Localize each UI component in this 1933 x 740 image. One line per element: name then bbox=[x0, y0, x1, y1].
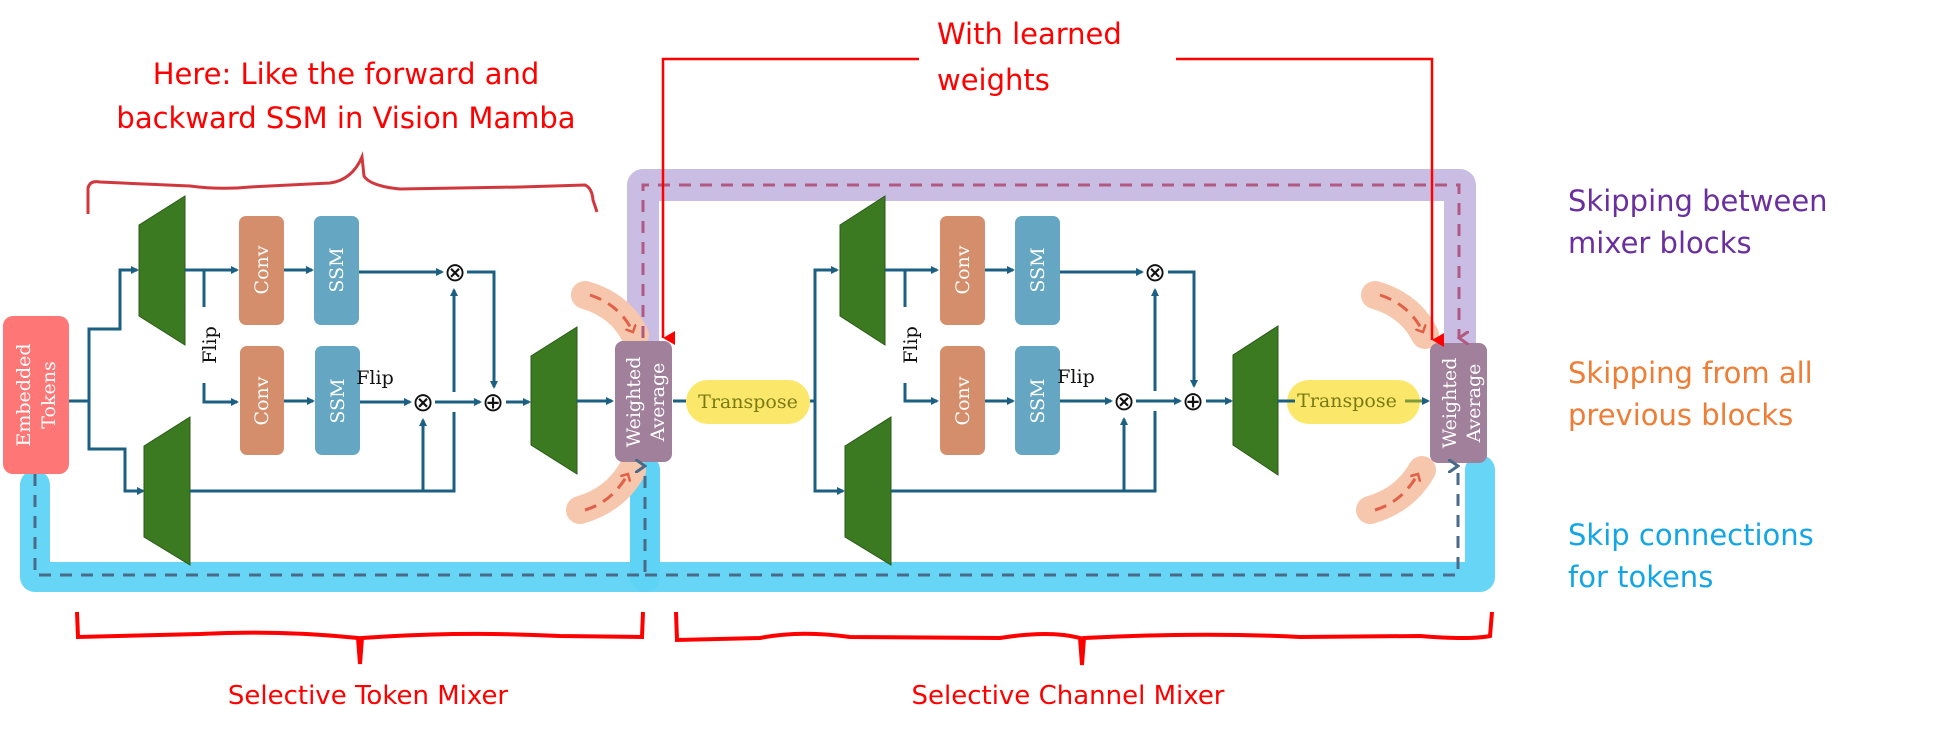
ssm-block-backward[interactable]: SSM bbox=[315, 346, 360, 455]
legend-line2: mixer blocks bbox=[1568, 226, 1752, 260]
add-op: ⊕ bbox=[482, 388, 504, 418]
conv-block-forward[interactable]: Conv bbox=[940, 216, 985, 325]
ssm-label: SSM bbox=[1027, 247, 1049, 292]
token-mixer-label: Selective Token Mixer bbox=[228, 681, 509, 711]
skip-tokens-highlight bbox=[20, 455, 1495, 592]
legend-item-skip-from-previous: Skipping from all previous blocks bbox=[1568, 356, 1813, 432]
transpose-label: Transpose bbox=[1297, 390, 1397, 412]
learned-weights-pointer bbox=[661, 57, 1444, 347]
transpose-label: Transpose bbox=[698, 391, 798, 413]
flow-transpose-split bbox=[810, 266, 839, 403]
flip-label: Flip bbox=[1057, 366, 1095, 388]
flip-label-vertical: Flip bbox=[900, 326, 922, 364]
channel-mixer-label: Selective Channel Mixer bbox=[911, 681, 1224, 711]
flow-gate-line bbox=[190, 412, 456, 493]
multiply-op-top: ⊗ bbox=[444, 258, 466, 288]
vision-mamba-note-line2: backward SSM in Vision Mamba bbox=[116, 101, 575, 135]
legend-line1: Skipping between bbox=[1568, 184, 1828, 218]
ssm-block-backward[interactable]: SSM bbox=[1015, 346, 1060, 455]
weighted-average-label-line1: Weighted bbox=[1439, 358, 1461, 449]
vision-mamba-brace bbox=[86, 151, 599, 214]
conv-label: Conv bbox=[251, 245, 273, 294]
learned-weights-label-line2: weights bbox=[937, 63, 1050, 97]
legend: Skipping between mixer blocks Skipping f… bbox=[1568, 184, 1828, 594]
flow-split bbox=[69, 266, 139, 403]
flip-label: Flip bbox=[356, 367, 394, 389]
legend-line1: Skipping from all bbox=[1568, 356, 1813, 390]
projection-lower bbox=[143, 416, 191, 566]
embedded-tokens-block[interactable]: Embedded Tokens bbox=[3, 316, 69, 474]
embedded-tokens-label-line2: Tokens bbox=[38, 361, 60, 428]
flow-gate-line bbox=[891, 411, 1157, 493]
projection-top bbox=[138, 195, 186, 346]
selective-channel-mixer: Flip Conv SSM Conv SSM Flip ⊗ ⊗ ⊕ bbox=[839, 195, 1279, 566]
learned-weights-label-line1: With learned bbox=[937, 17, 1122, 51]
ssm-label: SSM bbox=[1027, 378, 1049, 423]
legend-line1: Skip connections bbox=[1568, 518, 1814, 552]
flow-to-conv2 bbox=[903, 383, 939, 405]
token-mixer-brace bbox=[75, 611, 645, 665]
skip-mixer-highlight bbox=[627, 169, 1476, 471]
projection-out bbox=[530, 326, 578, 475]
flow-to-conv2 bbox=[202, 383, 239, 406]
projection-top bbox=[839, 195, 886, 346]
multiply-op-top: ⊗ bbox=[1144, 258, 1166, 288]
channel-mixer-brace bbox=[674, 611, 1494, 666]
transpose-block-2[interactable]: Transpose bbox=[1287, 380, 1420, 424]
multiply-op-bottom: ⊗ bbox=[412, 388, 434, 418]
projection-lower bbox=[844, 416, 892, 566]
ssm-block-forward[interactable]: SSM bbox=[1015, 216, 1060, 325]
skip-token-connections bbox=[33, 466, 1458, 577]
flow-split-lower bbox=[87, 401, 145, 495]
weighted-average-label-line1: Weighted bbox=[623, 357, 645, 448]
multiply-op-bottom: ⊗ bbox=[1113, 387, 1135, 417]
ssm-block-forward[interactable]: SSM bbox=[314, 216, 359, 325]
ssm-label: SSM bbox=[327, 378, 349, 423]
projection-out bbox=[1232, 325, 1279, 476]
flow-transpose-split-lower bbox=[813, 401, 845, 495]
conv-label: Conv bbox=[952, 376, 974, 425]
legend-item-skip-between-mixers: Skipping between mixer blocks bbox=[1568, 184, 1828, 260]
weighted-average-block-2[interactable]: Weighted Average bbox=[1430, 343, 1487, 463]
selective-token-mixer: Embedded Tokens Flip Conv SSM Conv SSM bbox=[3, 195, 672, 566]
weighted-average-label-line2: Average bbox=[647, 363, 669, 443]
flip-label-vertical: Flip bbox=[199, 326, 221, 364]
legend-line2: previous blocks bbox=[1568, 398, 1793, 432]
embedded-tokens-label-line1: Embedded bbox=[13, 343, 35, 446]
ssm-label: SSM bbox=[326, 247, 348, 292]
weighted-average-label-line2: Average bbox=[1463, 364, 1485, 444]
conv-label: Conv bbox=[952, 245, 974, 294]
flow-top-add bbox=[1168, 270, 1198, 388]
vision-mamba-note-line1: Here: Like the forward and bbox=[153, 57, 540, 91]
conv-block-backward[interactable]: Conv bbox=[240, 346, 284, 455]
add-op: ⊕ bbox=[1182, 387, 1204, 417]
weighted-average-block-1[interactable]: Weighted Average bbox=[615, 341, 672, 462]
conv-label: Conv bbox=[251, 376, 273, 425]
conv-block-backward[interactable]: Conv bbox=[940, 346, 985, 455]
legend-line2: for tokens bbox=[1568, 560, 1713, 594]
flow-top-add bbox=[467, 270, 498, 389]
transpose-block-1[interactable]: Transpose bbox=[686, 380, 810, 424]
skip-from-previous bbox=[584, 293, 1423, 512]
conv-block-forward[interactable]: Conv bbox=[239, 216, 284, 325]
legend-item-skip-tokens: Skip connections for tokens bbox=[1568, 518, 1814, 594]
